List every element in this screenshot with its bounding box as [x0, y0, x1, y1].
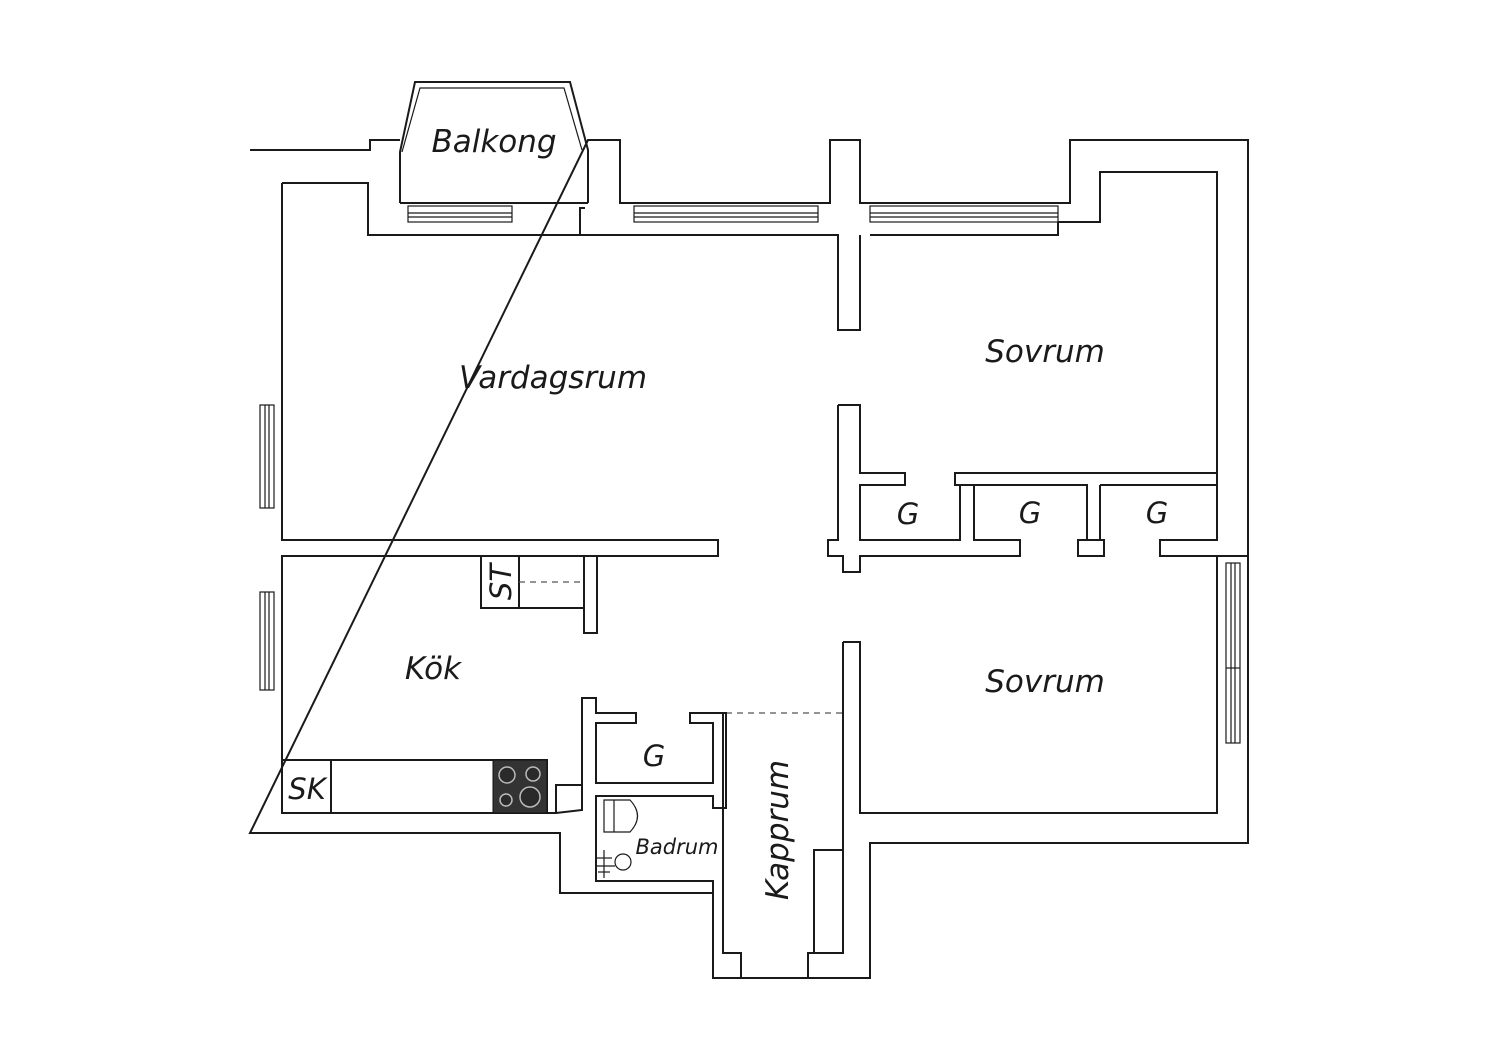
shower-icon — [596, 850, 632, 878]
hallway-label: Kapprum — [760, 760, 796, 900]
lower-walls — [722, 556, 1218, 978]
outer-wall — [248, 139, 1249, 979]
bedroom-top-label: Sovrum — [985, 334, 1105, 370]
bathroom-label: Badrum — [635, 835, 718, 859]
sk-label: SK — [288, 772, 327, 806]
toilet-icon — [603, 799, 639, 833]
inner-wall-line — [282, 171, 1218, 485]
bedroom-partitions — [827, 404, 1248, 573]
window-left-bottom — [259, 591, 275, 691]
closet-2-label: G — [1019, 496, 1041, 530]
closet-3-label: G — [1146, 496, 1168, 530]
balcony-label: Balkong — [431, 124, 556, 160]
window-top-living — [633, 205, 819, 223]
left-wall-inner — [281, 183, 719, 814]
st-label: ST — [484, 562, 518, 600]
kitchen-closet-label: G — [643, 739, 665, 773]
window-top-bedroom — [869, 205, 1059, 223]
living-room-label: Vardagsrum — [459, 360, 647, 396]
kitchen-label: Kök — [405, 651, 462, 687]
window-top-balcony — [407, 205, 513, 223]
kitchen-closet-and-bath — [555, 697, 727, 893]
bedroom-bottom-label: Sovrum — [985, 664, 1105, 700]
window-right — [1225, 562, 1241, 744]
closet-1-label: G — [897, 497, 919, 531]
stove-hob — [492, 759, 548, 814]
window-left-top — [259, 404, 275, 509]
central-pier — [818, 234, 861, 331]
st-cabinet — [480, 555, 598, 634]
